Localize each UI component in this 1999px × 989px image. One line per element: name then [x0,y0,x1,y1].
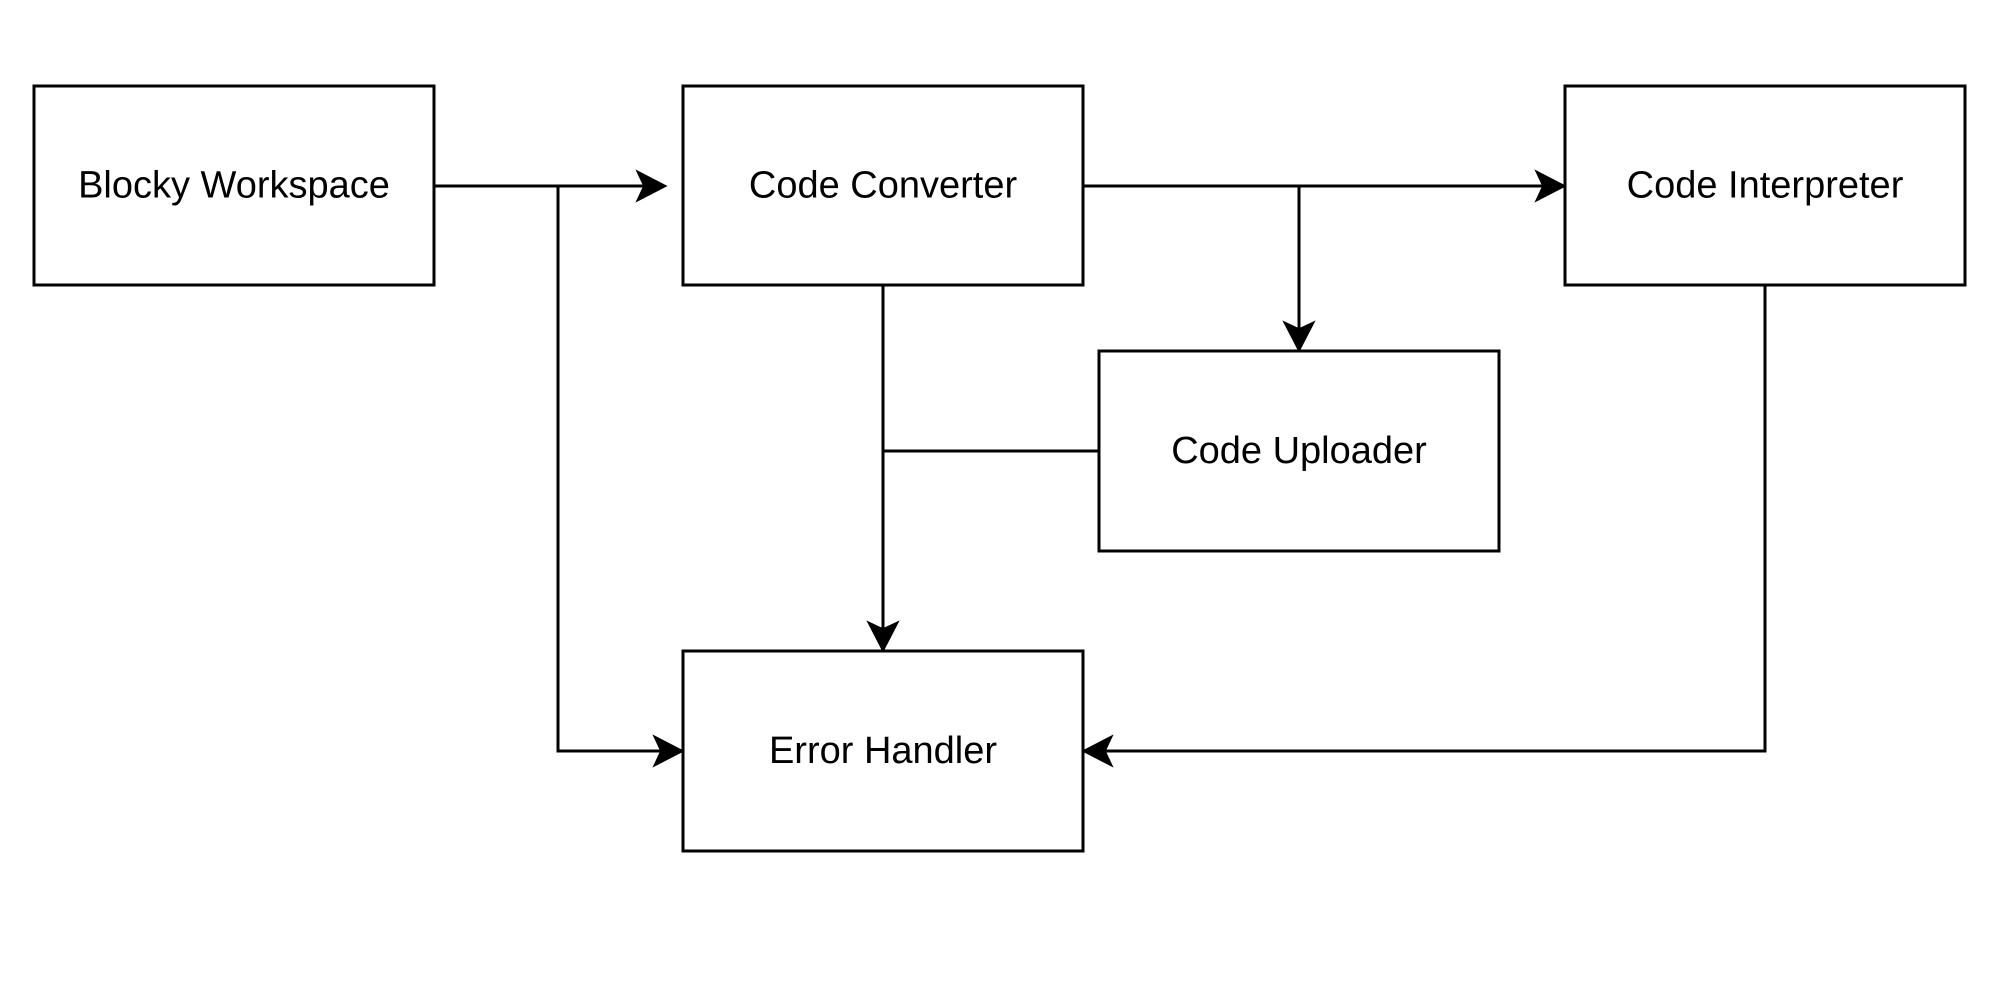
node-label: Error Handler [769,730,997,772]
node-code-uploader: Code Uploader [1097,349,1501,553]
connectors [434,169,1767,768]
arrowhead-to-error-handler-right [1081,734,1114,768]
node-label: Blocky Workspace [78,165,390,207]
node-blocky-workspace: Blocky Workspace [32,84,436,287]
node-box [32,84,436,287]
node-box [1097,349,1501,553]
arrowhead-to-code-converter [635,169,668,203]
edge-code-interpreter-to-error-handler [1098,285,1767,753]
arrowhead-to-code-uploader [1282,320,1316,353]
node-box [681,84,1085,287]
arrowhead-to-error-handler-left [652,734,685,768]
node-label: Code Interpreter [1627,165,1904,207]
edge-blocky-workspace-to-error-handler [556,186,668,753]
node-box [681,649,1085,853]
node-box [1563,84,1967,287]
arrowhead-to-code-interpreter [1534,169,1567,203]
node-code-converter: Code Converter [681,84,1085,287]
arrowhead-to-error-handler-top [866,620,900,653]
node-label: Code Converter [749,165,1018,207]
node-label: Code Uploader [1171,430,1427,472]
node-error-handler: Error Handler [681,649,1085,853]
node-code-interpreter: Code Interpreter [1563,84,1967,287]
